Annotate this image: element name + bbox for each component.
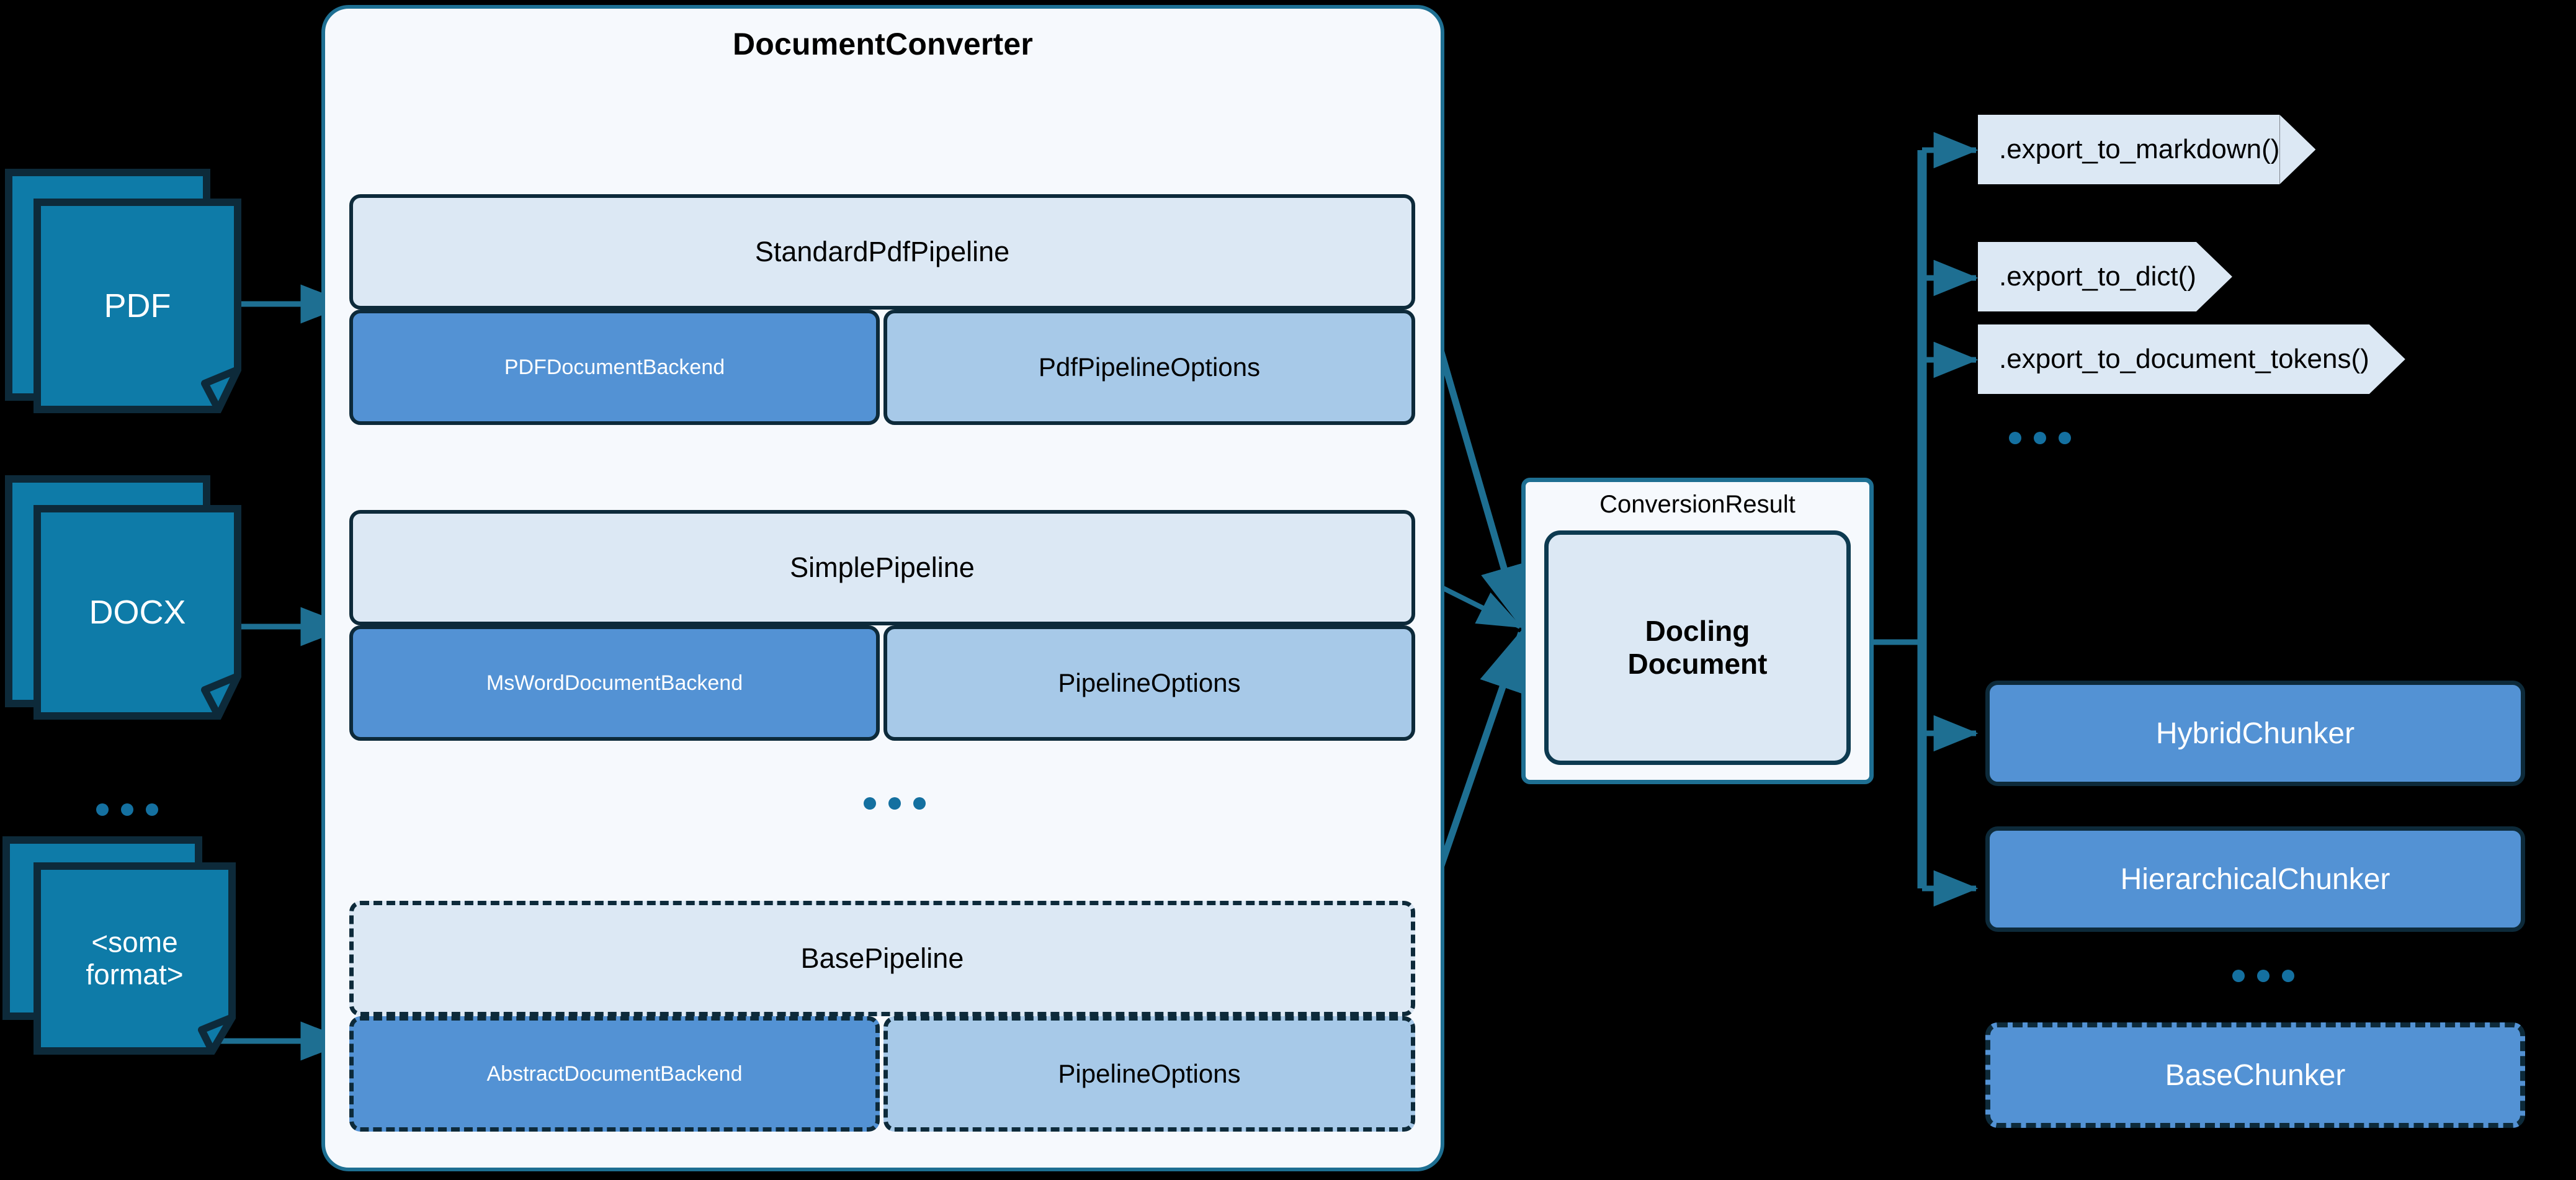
- pipeline-options-pdfpipelineoptions[interactable]: PdfPipelineOptions: [883, 310, 1415, 425]
- inputs-ellipsis: [96, 803, 158, 816]
- pipeline-options-pipelineoptions-simple[interactable]: PipelineOptions: [883, 625, 1415, 741]
- conversion-result-title: ConversionResult: [1599, 491, 1796, 518]
- pipeline-backend-pdfdocumentbackend[interactable]: PDFDocumentBackend: [349, 310, 880, 425]
- chunkers-ellipsis: [2232, 970, 2294, 982]
- dot: [121, 803, 133, 816]
- options-name: PipelineOptions: [1058, 1059, 1241, 1088]
- dot: [2282, 970, 2294, 982]
- chunker-hybridchunker[interactable]: HybridChunker: [1985, 681, 2525, 786]
- pipeline-name: SimplePipeline: [790, 552, 975, 583]
- chunker-label: HierarchicalChunker: [2120, 862, 2390, 896]
- page-title: DocumentConverter: [732, 27, 1034, 61]
- file-label-some-format: <some format>: [37, 866, 232, 1051]
- file-icon-some-format: [2, 836, 236, 1055]
- conversion-result-container[interactable]: ConversionResult Docling Document: [1521, 478, 1874, 784]
- chevron-tip: [2279, 115, 2316, 184]
- backend-name: AbstractDocumentBackend: [486, 1062, 743, 1086]
- dot: [146, 803, 158, 816]
- dot: [2009, 432, 2021, 444]
- some-format-line-2: format>: [86, 958, 184, 990]
- chunker-basechunker[interactable]: BaseChunker: [1985, 1022, 2525, 1128]
- export-label: .export_to_dict(): [1978, 242, 2196, 311]
- options-name: PipelineOptions: [1058, 668, 1241, 697]
- dot: [2232, 970, 2245, 982]
- file-label-pdf: PDF: [104, 287, 171, 324]
- export-chevron-markdown[interactable]: .export_to_markdown(): [1978, 115, 2316, 184]
- docling-document-node[interactable]: Docling Document: [1544, 530, 1851, 765]
- pipeline-name: StandardPdfPipeline: [754, 236, 1010, 267]
- chunker-label: BaseChunker: [2165, 1058, 2346, 1092]
- pipeline-header-standardpdfpipeline[interactable]: StandardPdfPipeline: [349, 194, 1415, 310]
- dot: [913, 797, 926, 810]
- chunker-label: HybridChunker: [2155, 717, 2355, 750]
- file-icon-pdf: [5, 169, 241, 413]
- converter-ellipsis: [864, 797, 926, 810]
- dot: [2034, 432, 2046, 444]
- dot: [864, 797, 876, 810]
- chevron-tip: [2369, 324, 2405, 394]
- file-icon-docx: [5, 475, 241, 720]
- backend-name: PDFDocumentBackend: [504, 355, 725, 379]
- export-label: .export_to_markdown(): [1978, 115, 2280, 184]
- export-chevron-dict[interactable]: .export_to_dict(): [1978, 242, 2232, 311]
- result-output-trunk: [1874, 132, 1979, 907]
- export-label: .export_to_document_tokens(): [1978, 324, 2369, 394]
- docling-document-line-1: Docling: [1645, 614, 1750, 647]
- dot: [2059, 432, 2071, 444]
- pipeline-name: BasePipeline: [800, 942, 964, 974]
- docling-document-line-2: Document: [1627, 648, 1768, 680]
- chunker-hierarchicalchunker[interactable]: HierarchicalChunker: [1985, 826, 2525, 932]
- some-format-line-1: <some: [91, 926, 178, 959]
- backend-name: MsWordDocumentBackend: [486, 671, 743, 695]
- chevron-tip: [2196, 242, 2232, 311]
- pipeline-header-simplepipeline[interactable]: SimplePipeline: [349, 510, 1415, 625]
- export-chevron-document-tokens[interactable]: .export_to_document_tokens(): [1978, 324, 2405, 394]
- dot: [888, 797, 901, 810]
- pipeline-backend-msworddocumentbackend[interactable]: MsWordDocumentBackend: [349, 625, 880, 741]
- pipeline-header-basepipeline[interactable]: BasePipeline: [349, 901, 1415, 1016]
- exports-ellipsis: [2009, 432, 2071, 444]
- options-name: PdfPipelineOptions: [1038, 352, 1261, 382]
- file-label-docx: DOCX: [89, 593, 186, 631]
- pipeline-backend-abstractdocumentbackend[interactable]: AbstractDocumentBackend: [349, 1016, 880, 1132]
- pipeline-options-pipelineoptions-base[interactable]: PipelineOptions: [883, 1016, 1415, 1132]
- dot: [2257, 970, 2270, 982]
- dot: [96, 803, 109, 816]
